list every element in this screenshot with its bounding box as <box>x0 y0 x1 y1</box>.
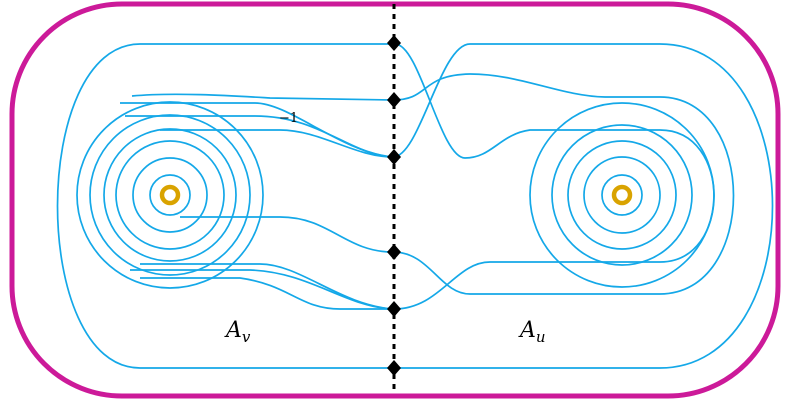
left-circle-4 <box>103 128 237 262</box>
left-circle-1 <box>149 174 191 216</box>
right-circle-1 <box>601 174 643 216</box>
divider-markers <box>387 35 401 376</box>
crossing-arc-1 <box>392 73 735 295</box>
right-circle-2 <box>583 156 661 234</box>
lower-arc-left-3 <box>130 269 394 310</box>
left-puncture-ring-icon <box>159 184 181 206</box>
right-region-label: Au <box>518 318 546 346</box>
upper-arc-left-1 <box>131 93 394 101</box>
crossing-arc-2 <box>392 43 774 369</box>
left-circle-6 <box>76 101 264 289</box>
marker-diamond-1 <box>387 35 401 51</box>
right-circle-3 <box>567 140 677 250</box>
left-circle-2 <box>132 157 208 233</box>
upper-arc-left-3 <box>125 115 394 158</box>
left-circle-3 <box>115 140 225 250</box>
marker-diamond-2 <box>387 92 401 108</box>
upper-arc-left-4 <box>160 129 394 158</box>
right-puncture-ring-icon <box>611 184 633 206</box>
right-circle-4 <box>551 124 693 266</box>
marker-diamond-3 <box>387 149 401 165</box>
curve-family <box>56 43 774 369</box>
left-circle-5 <box>89 114 251 276</box>
curve-annotation: −1 <box>279 111 298 126</box>
outer-loop-curve <box>56 43 715 369</box>
marker-diamond-5 <box>387 301 401 317</box>
left-region-label: Av <box>224 318 251 346</box>
marker-diamond-6 <box>387 360 401 376</box>
marker-diamond-4 <box>387 244 401 260</box>
lower-arc-left-1 <box>180 216 394 253</box>
